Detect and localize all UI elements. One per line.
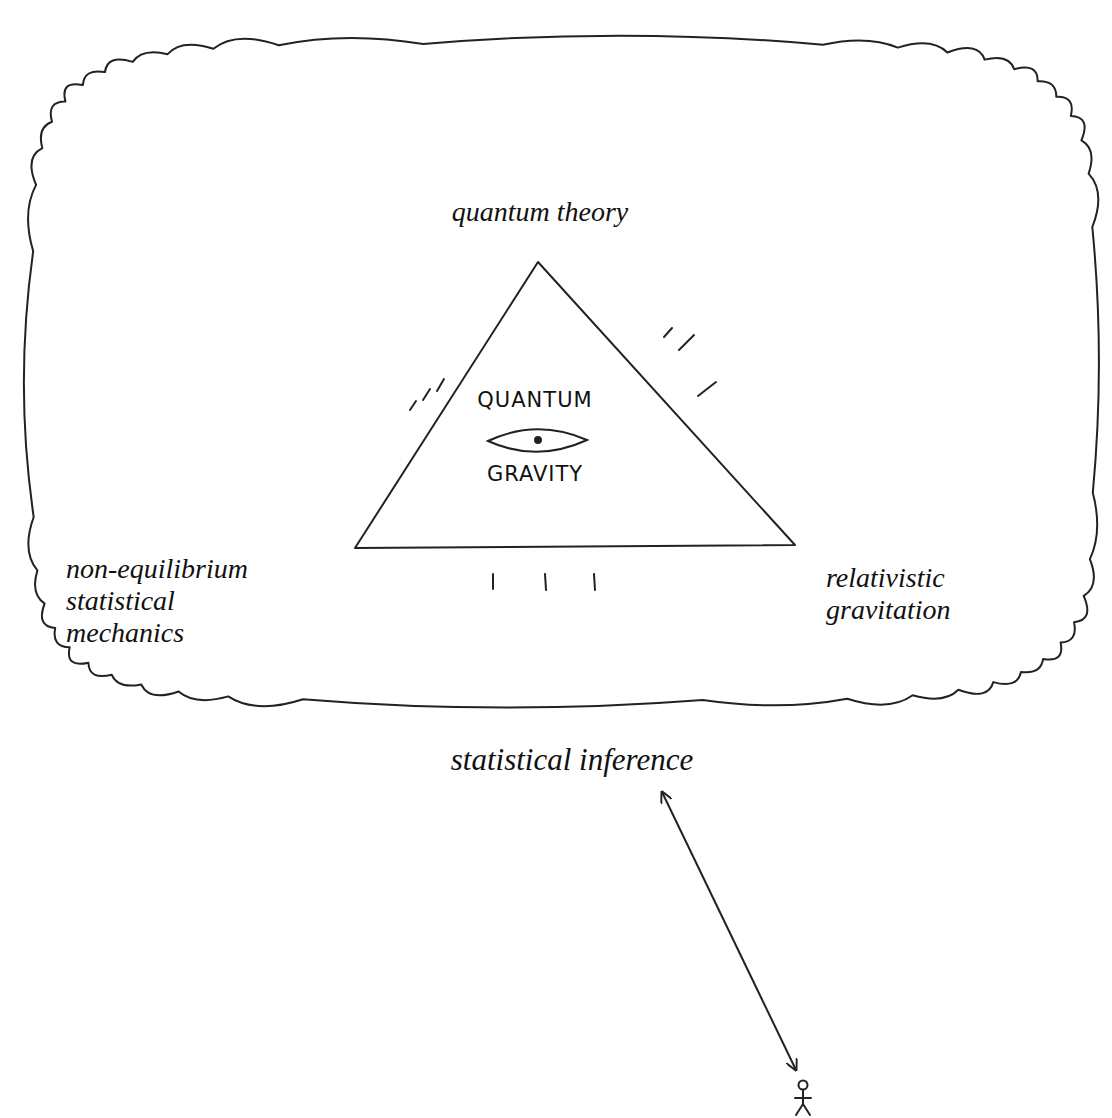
vertex-label: non-equilibrium statistical mechanics xyxy=(66,553,281,650)
tick-marks xyxy=(410,328,716,590)
eye-symbol xyxy=(488,429,587,452)
cloud-shape xyxy=(24,36,1099,708)
region-label: statistical inference xyxy=(451,742,694,778)
vertex-label: relativistic gravitation xyxy=(826,562,1021,626)
triangle-shape xyxy=(355,262,795,548)
vertex-label: quantum theory xyxy=(390,196,690,228)
double-arrow xyxy=(662,792,796,1070)
triangle-node: QUANTUM GRAVITY xyxy=(355,262,795,548)
node-title: QUANTUM xyxy=(477,388,592,412)
stick-figure xyxy=(795,1081,811,1116)
node-title: GRAVITY xyxy=(487,462,583,486)
cloud-region: statistical inference QUANTUM GRAVITY xyxy=(0,0,1112,800)
